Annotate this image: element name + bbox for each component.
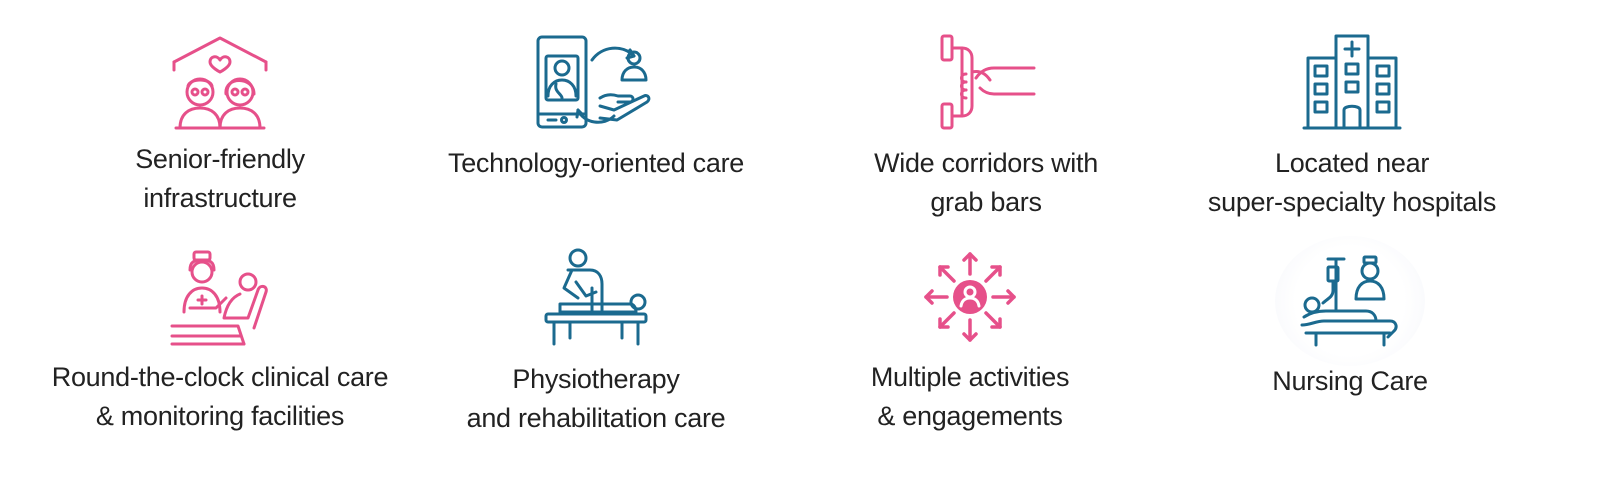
feature-label-line: Nursing Care xyxy=(1272,366,1428,396)
feature-nursing-care: Nursing Care xyxy=(1150,236,1550,401)
grab-bar-icon xyxy=(940,34,1036,130)
feature-near-hospitals: Located near super-specialty hospitals xyxy=(1152,34,1552,222)
feature-label-line: Wide corridors with xyxy=(874,148,1098,178)
nursing-bed-icon xyxy=(1300,255,1398,347)
hospital-building-icon xyxy=(1302,34,1402,130)
feature-physiotherapy: Physiotherapy and rehabilitation care xyxy=(396,248,796,438)
feature-label-line: & engagements xyxy=(877,401,1063,431)
feature-label-line: Technology-oriented care xyxy=(448,148,744,178)
feature-label-line: infrastructure xyxy=(143,183,297,213)
feature-label-line: and rehabilitation care xyxy=(466,403,726,433)
feature-label-line: & monitoring facilities xyxy=(95,401,345,431)
telehealth-icon xyxy=(536,35,651,129)
feature-label-line: grab bars xyxy=(930,187,1042,217)
feature-label-line: super-specialty hospitals xyxy=(1207,187,1497,217)
feature-label-line: Located near xyxy=(1274,148,1430,178)
feature-technology-care: Technology-oriented care xyxy=(396,34,796,183)
feature-clinical-care: Round-the-clock clinical care & monitori… xyxy=(20,250,420,436)
feature-senior-friendly: Senior-friendly infrastructure xyxy=(20,34,420,218)
feature-grab-bars: Wide corridors with grab bars xyxy=(786,34,1186,222)
icon-backdrop xyxy=(1275,236,1425,366)
physiotherapy-icon xyxy=(544,248,648,346)
nurse-patient-icon xyxy=(170,250,268,346)
feature-label-line: Senior-friendly xyxy=(135,144,305,174)
activities-icon xyxy=(924,252,1016,342)
feature-label-line: Multiple activities xyxy=(870,362,1070,392)
senior-couple-home-icon xyxy=(172,36,268,130)
feature-activities: Multiple activities & engagements xyxy=(770,248,1170,436)
feature-label-line: Round-the-clock clinical care xyxy=(51,362,389,392)
feature-label-line: Physiotherapy xyxy=(512,364,680,394)
